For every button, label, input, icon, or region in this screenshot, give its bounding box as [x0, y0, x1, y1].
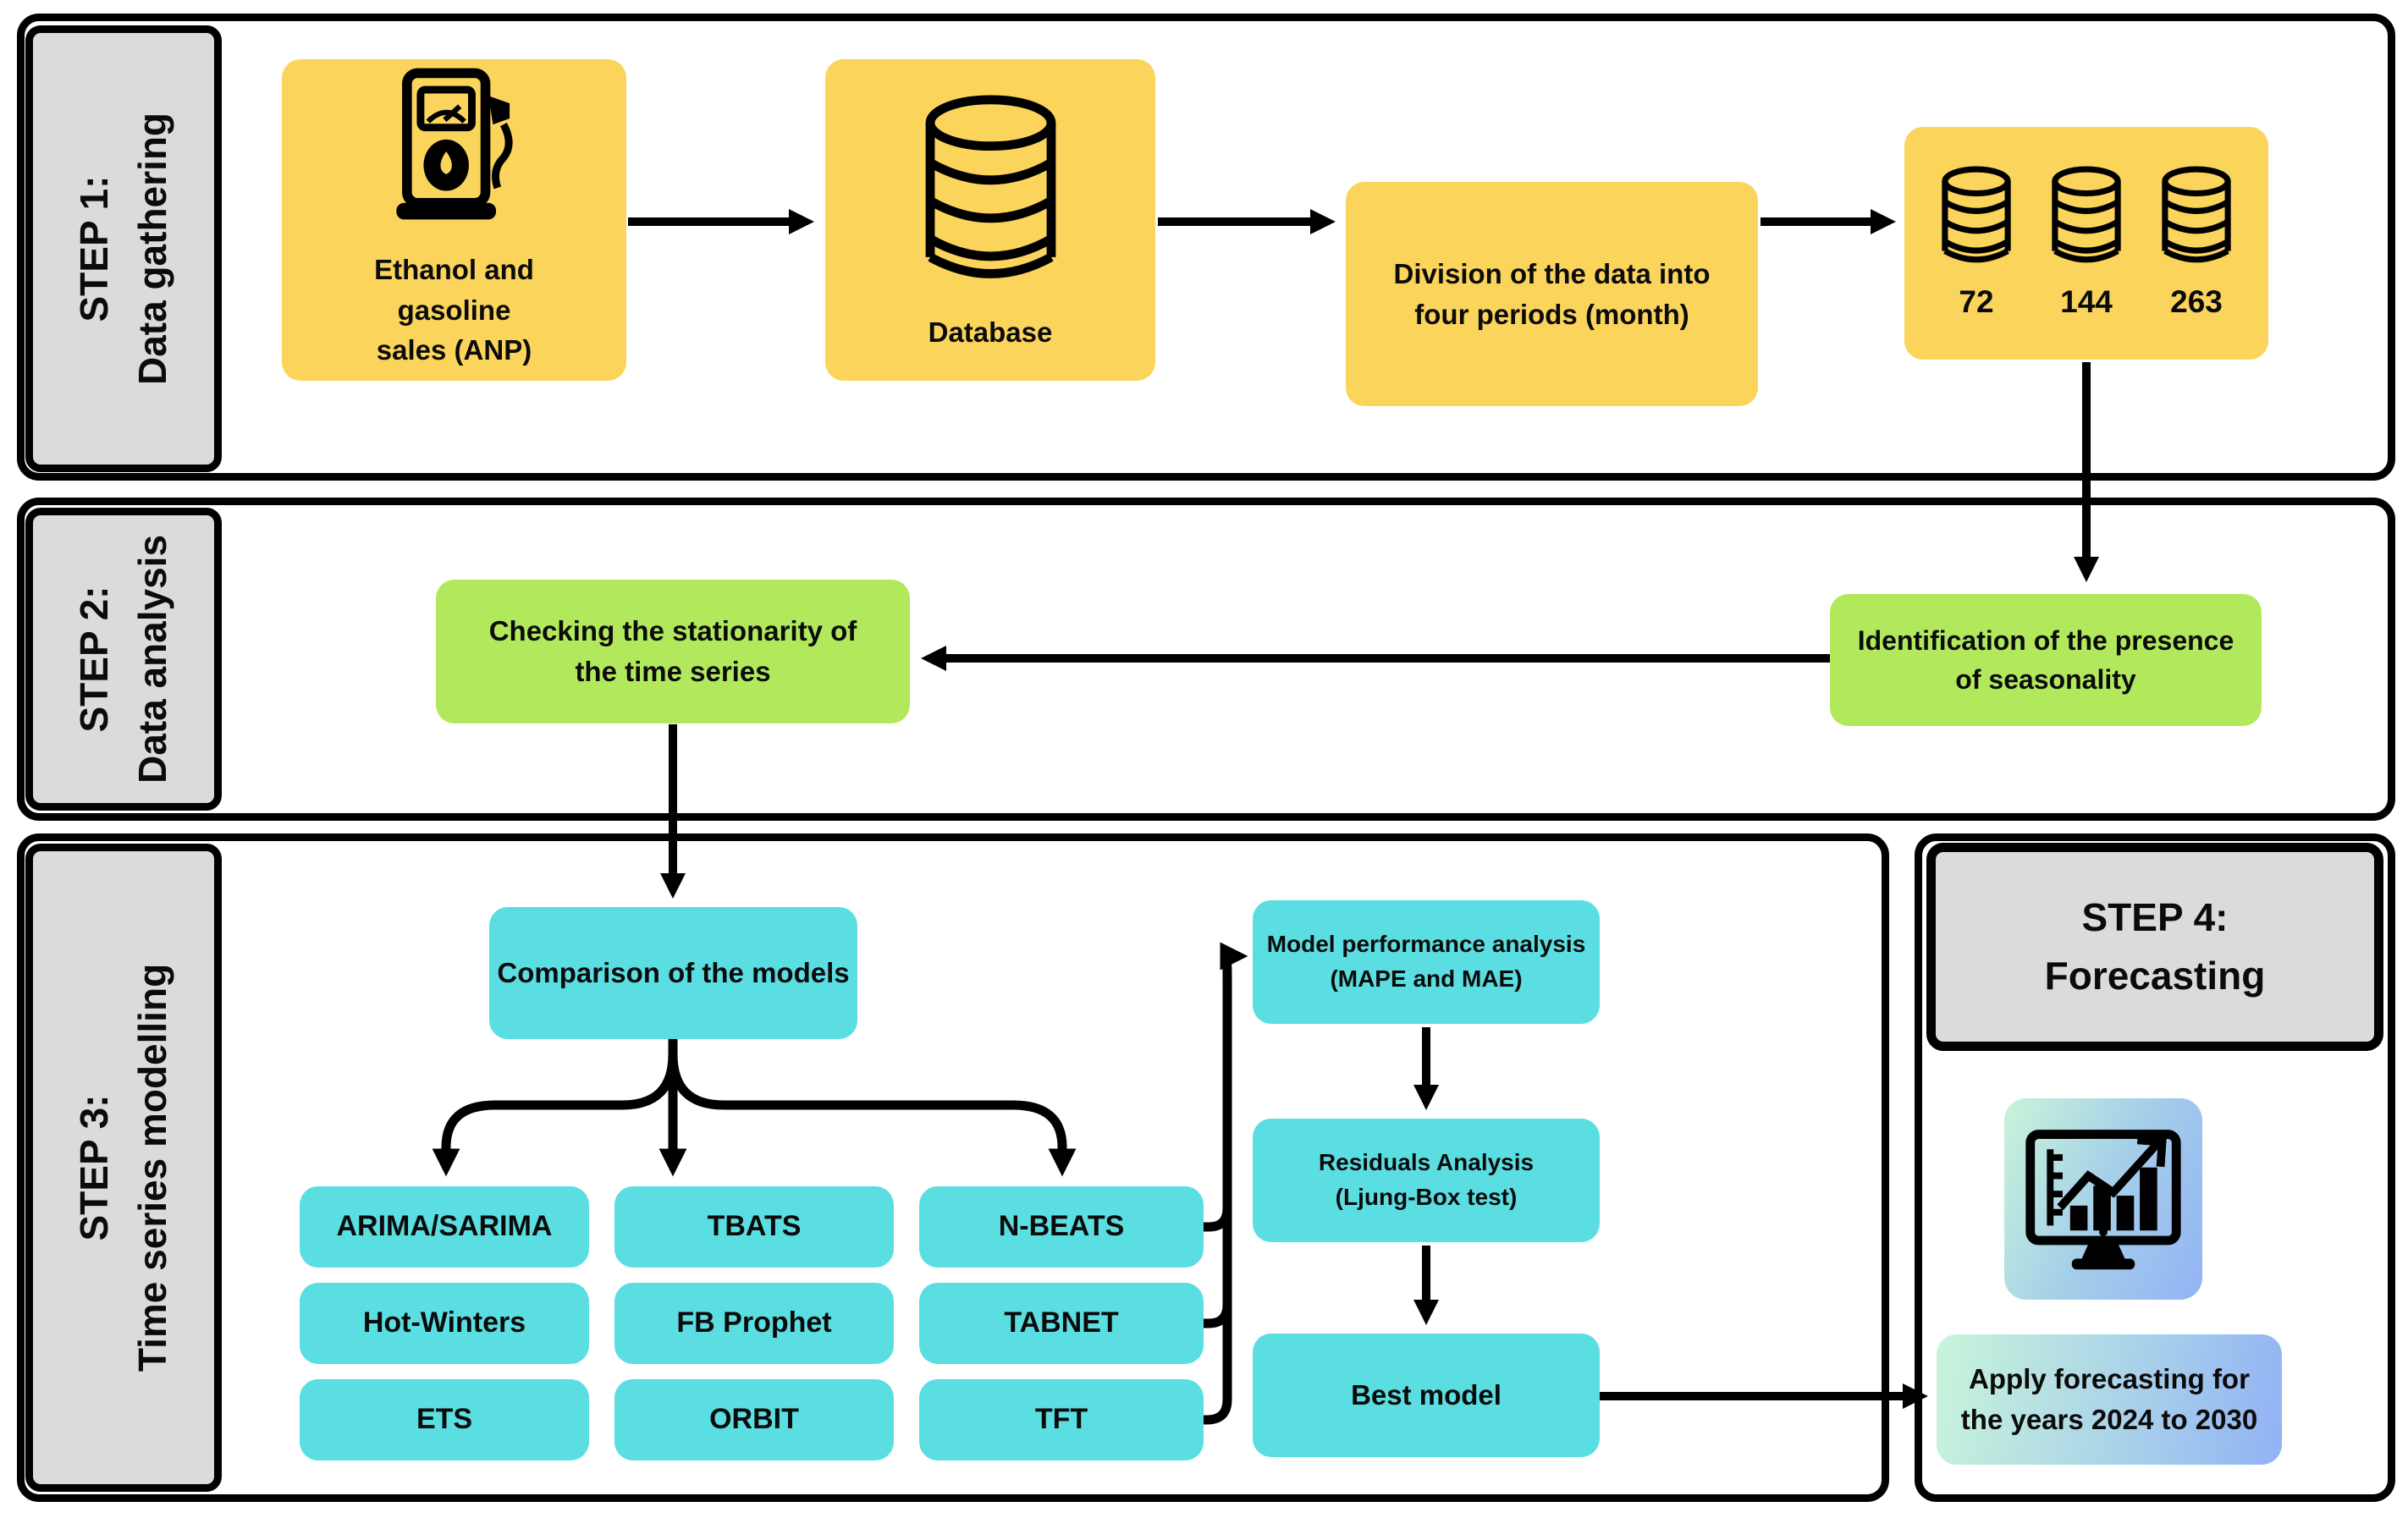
- apply-forecasting-box: Apply forecasting for the years 2024 to …: [1937, 1334, 2282, 1465]
- seasonality-box: Identification of the presence of season…: [1830, 594, 2262, 726]
- seasonality-line1: Identification of the presence: [1857, 624, 2234, 656]
- dataset-count: 72: [1959, 284, 1994, 319]
- performance-box: Model performance analysis (MAPE and MAE…: [1253, 900, 1600, 1024]
- model-label: ARIMA/SARIMA: [336, 1210, 553, 1243]
- dataset-item: 72: [1937, 166, 2015, 325]
- model-label: TBATS: [707, 1210, 802, 1243]
- model-label: ORBIT: [709, 1403, 799, 1436]
- step2-label: STEP 2: Data analysis: [25, 508, 222, 811]
- step4-title-line1: STEP 4:: [2081, 895, 2229, 939]
- ethanol-sales-box: Ethanol and gasoline sales (ANP): [282, 59, 626, 381]
- model-box-hot-winters: Hot-Winters: [300, 1283, 589, 1364]
- model-label: FB Prophet: [676, 1306, 832, 1339]
- apply-line2: the years 2024 to 2030: [1960, 1404, 2258, 1435]
- comparison-box: Comparison of the models: [489, 907, 857, 1039]
- model-box-n-beats: N-BEATS: [919, 1186, 1204, 1268]
- seasonality-line2: of seasonality: [1955, 664, 2136, 695]
- step2-label-text: STEP 2: Data analysis: [65, 535, 182, 784]
- division-box: Division of the data into four periods (…: [1346, 182, 1758, 406]
- residuals-line2: (Ljung-Box test): [1335, 1184, 1518, 1210]
- model-box-fb-prophet: FB Prophet: [614, 1283, 894, 1364]
- dataset-count: 144: [2060, 284, 2113, 319]
- step3-label-line1: STEP 3:: [72, 1094, 117, 1241]
- residuals-line1: Residuals Analysis: [1318, 1149, 1535, 1176]
- step3-label-text: STEP 3: Time series modelling: [65, 964, 182, 1372]
- database-icon: [2052, 166, 2121, 263]
- model-label: ETS: [416, 1403, 473, 1436]
- database-icon: [1942, 166, 2011, 263]
- ethanol-line1: Ethanol and: [374, 253, 534, 285]
- step1-label-line1: STEP 1:: [72, 175, 117, 322]
- step1-label: STEP 1: Data gathering: [25, 25, 222, 472]
- model-box-orbit: ORBIT: [614, 1379, 894, 1460]
- fuel-pump-icon: [395, 68, 513, 220]
- dataset-count: 263: [2170, 284, 2223, 319]
- model-box-arima-sarima: ARIMA/SARIMA: [300, 1186, 589, 1268]
- ethanol-line2: gasoline: [397, 294, 511, 326]
- best-model-box: Best model: [1253, 1334, 1600, 1457]
- database-label: Database: [928, 316, 1053, 348]
- step2-label-line2: Data analysis: [130, 534, 174, 784]
- division-line1: Division of the data into: [1393, 257, 1711, 289]
- stationarity-box: Checking the stationarity of the time se…: [436, 580, 910, 723]
- model-label: TFT: [1034, 1403, 1088, 1436]
- step4-title-box: STEP 4: Forecasting: [1926, 843, 2383, 1051]
- stationarity-line1: Checking the stationarity of: [488, 615, 857, 647]
- residuals-box: Residuals Analysis (Ljung-Box test): [1253, 1119, 1600, 1242]
- database-icon: [2162, 166, 2231, 263]
- step2-label-line1: STEP 2:: [72, 586, 116, 733]
- model-box-tft: TFT: [919, 1379, 1204, 1460]
- comparison-label: Comparison of the models: [497, 957, 850, 989]
- model-box-ets: ETS: [300, 1379, 589, 1460]
- ethanol-line3: sales (ANP): [376, 334, 532, 366]
- step3-label: STEP 3: Time series modelling: [25, 844, 222, 1492]
- model-box-tabnet: TABNET: [919, 1283, 1204, 1364]
- database-icon: [925, 95, 1055, 278]
- monitor-chart-icon: [2025, 1130, 2181, 1270]
- dataset-item: 263: [2157, 166, 2235, 325]
- forecast-icon-tile: [2004, 1098, 2202, 1300]
- step1-label-text: STEP 1: Data gathering: [65, 113, 182, 385]
- stationarity-line2: the time series: [575, 656, 771, 687]
- database-box: Database: [825, 59, 1155, 381]
- step3-label-line2: Time series modelling: [130, 963, 175, 1372]
- model-box-tbats: TBATS: [614, 1186, 894, 1268]
- dataset-item: 144: [2047, 166, 2125, 325]
- best-model-label: Best model: [1351, 1379, 1502, 1411]
- model-label: N-BEATS: [998, 1210, 1125, 1243]
- performance-line1: Model performance analysis: [1266, 931, 1586, 958]
- model-label: TABNET: [1004, 1306, 1119, 1339]
- model-label: Hot-Winters: [362, 1306, 526, 1339]
- datasets-box: 72 144 263: [1904, 127, 2268, 360]
- performance-line2: (MAPE and MAE): [1330, 965, 1523, 992]
- step4-title-line2: Forecasting: [2044, 954, 2266, 998]
- apply-line1: Apply forecasting for: [1969, 1363, 2250, 1395]
- step1-label-line2: Data gathering: [130, 112, 175, 386]
- division-line2: four periods (month): [1414, 298, 1689, 330]
